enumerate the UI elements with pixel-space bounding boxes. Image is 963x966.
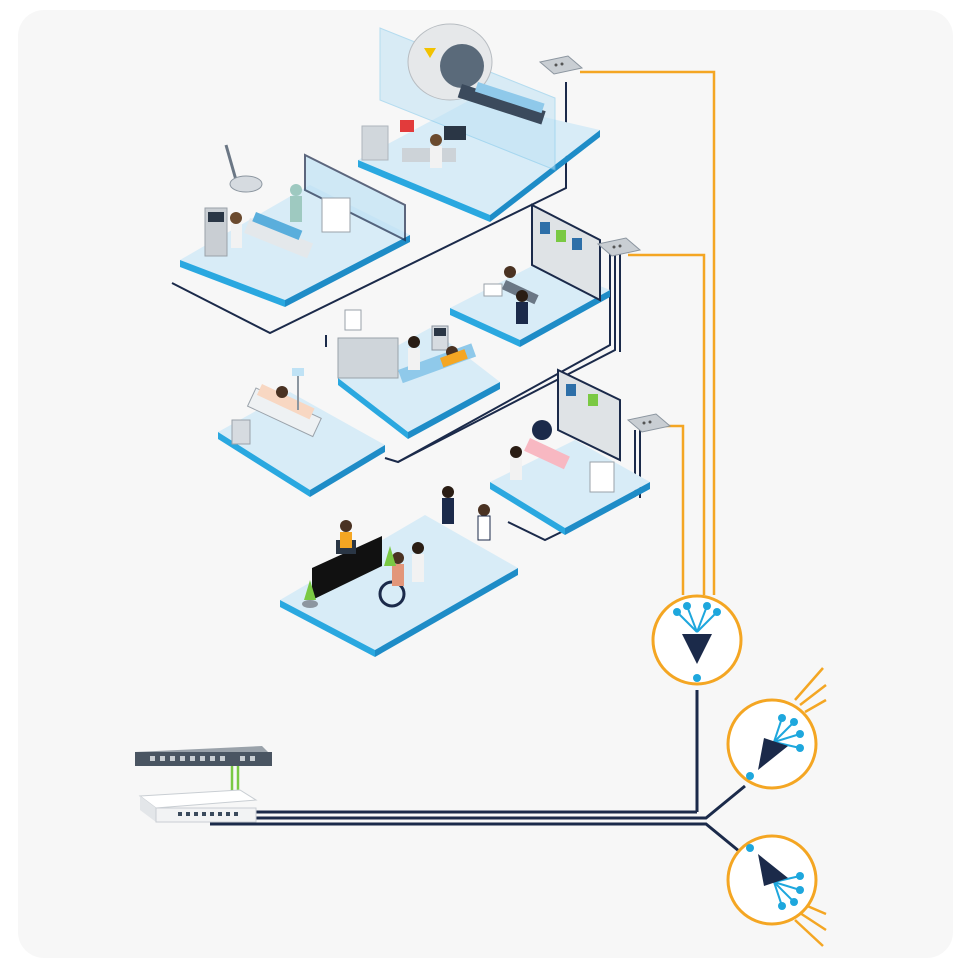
mri-scanner-icon (407, 23, 546, 125)
mri-room (358, 23, 600, 222)
fiber-out-2 (799, 684, 827, 706)
cable-backbone-h3 (210, 822, 746, 858)
surgery-light-icon (224, 144, 263, 193)
fiber-out-1 (794, 667, 824, 701)
control-desk (402, 148, 456, 162)
ultrasound-icon (431, 325, 449, 351)
bookshelf-icon (531, 203, 601, 302)
cable-floor2-c (397, 252, 616, 463)
patient-figure (504, 266, 516, 278)
olt-switch (135, 746, 272, 766)
wheelchair-icon (378, 552, 406, 608)
patient-ward (218, 368, 385, 497)
doctor-figure (516, 290, 528, 302)
dentist-figure (510, 446, 522, 458)
hospital-bed-icon (246, 383, 322, 438)
dental-room (490, 368, 650, 535)
optical-network-unit (138, 789, 258, 823)
technician-figure (430, 134, 442, 146)
reception-lobby (280, 486, 518, 657)
splitter-main (651, 594, 743, 686)
operating-room (180, 144, 410, 307)
cable-floor2-b (384, 252, 611, 464)
nurse-figure (230, 212, 242, 224)
receptionist-figure (340, 520, 352, 532)
fiber-ap-dental (660, 424, 685, 595)
ap-dental (626, 413, 672, 433)
consultation-room (450, 203, 610, 347)
surgeon-figure (290, 184, 302, 196)
orange-fiber-lines (580, 70, 827, 947)
fiber-out-4 (794, 919, 824, 947)
doctor-lobby-figure (412, 542, 424, 554)
navy-cable-lines (171, 82, 746, 858)
splitter-right-upper (726, 698, 818, 790)
fiber-out-5 (799, 911, 827, 932)
ultrasound-room (337, 309, 500, 439)
sonographer-figure (408, 336, 420, 348)
ap-mri (538, 55, 584, 75)
dental-chair-icon (524, 420, 570, 470)
fiber-ap-mri (580, 70, 716, 595)
monitor-icon (444, 126, 466, 140)
cable-backbone-h2 (225, 784, 746, 820)
ap-consultation (596, 237, 642, 257)
fiber-out-3 (804, 698, 827, 714)
splitter-right-lower (726, 834, 818, 926)
fiber-ap-consultation (628, 253, 706, 595)
